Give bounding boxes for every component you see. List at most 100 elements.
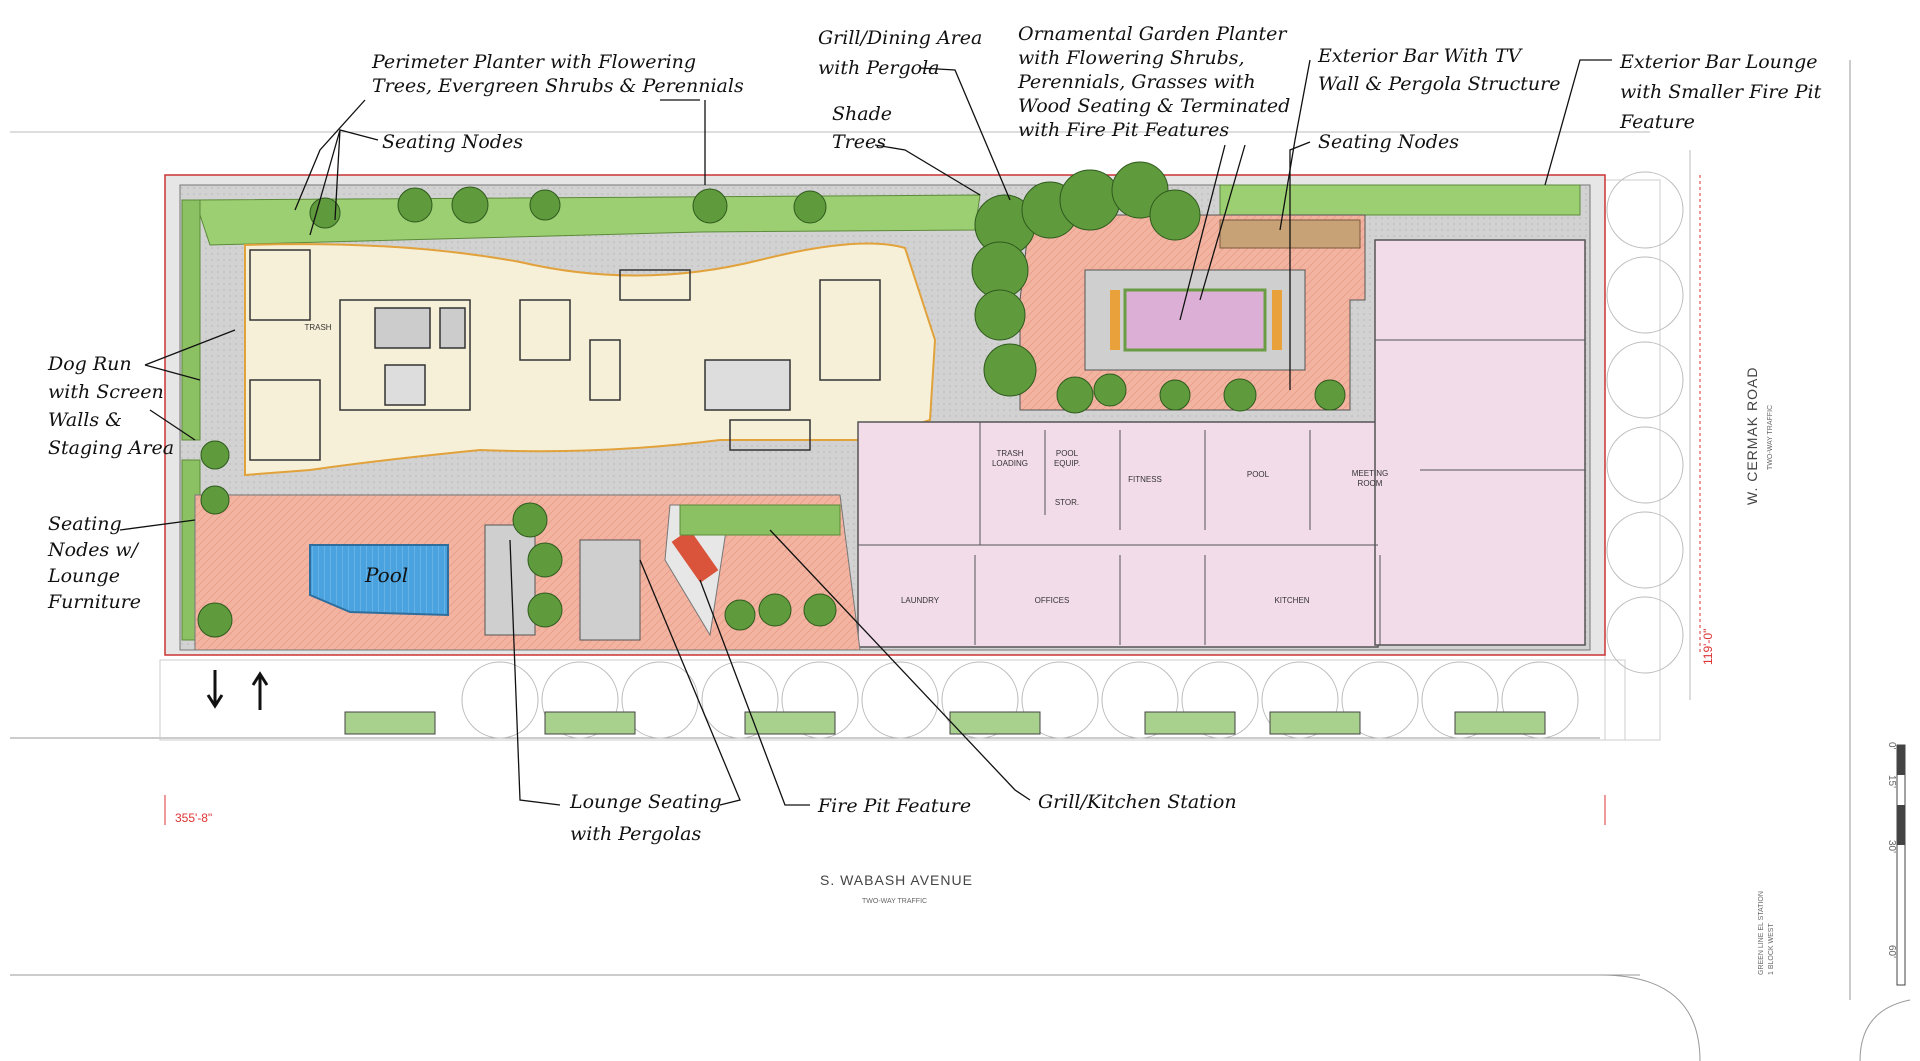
interior-walls [249, 249, 881, 461]
tree-canopy [1159, 379, 1191, 411]
note-dog-run-4: Staging Area [48, 437, 174, 459]
street-tree [1606, 596, 1684, 674]
street-tree [1501, 661, 1579, 739]
tree-canopy [724, 599, 756, 631]
note-seating-lounge-4: Furniture [47, 591, 141, 613]
tree-canopy [1223, 378, 1257, 412]
street-tree [1606, 511, 1684, 589]
tree-canopy [1314, 379, 1346, 411]
note-seating-nodes-1: Seating Nodes [382, 131, 523, 153]
tree-canopy [1093, 373, 1127, 407]
street-labels: S. WABASH AVENUE TWO-WAY TRAFFIC W. CERM… [820, 367, 1775, 975]
room-trash-loading-1: TRASH [996, 449, 1023, 458]
tree-canopy [197, 602, 233, 638]
street-wabash-traffic: TWO-WAY TRAFFIC [862, 898, 927, 905]
note-perimeter-planter-2: Trees, Evergreen Shrubs & Perennials [372, 75, 744, 97]
note-exterior-bar-lounge-1: Exterior Bar Lounge [1619, 51, 1818, 73]
note-ornamental-3: Perennials, Grasses with [1017, 71, 1256, 93]
street-tree [1181, 661, 1259, 739]
street-planter [949, 711, 1041, 735]
room-pool-equip-2: EQUIP. [1054, 459, 1080, 468]
note-grill-dining-2: with Pergola [818, 57, 940, 79]
pool: Pool [309, 544, 449, 617]
tree-canopy [1056, 376, 1094, 414]
street-tree [861, 661, 939, 739]
street-tree [541, 661, 619, 739]
street-tree [1101, 661, 1179, 739]
street-tree [1421, 661, 1499, 739]
street-tree [1606, 171, 1684, 249]
dimension-width: 119'-0" [1701, 629, 1715, 665]
tree-canopy [974, 289, 1026, 341]
tree-canopy [1059, 169, 1121, 231]
room-laundry: LAUNDRY [901, 596, 940, 605]
street-tree [781, 661, 859, 739]
room-trash-loading-2: LOADING [992, 459, 1028, 468]
scale-bar: 0' 15' 30' 60' [1886, 742, 1906, 986]
note-grill-kitchen: Grill/Kitchen Station [1038, 791, 1237, 813]
amenity-room-labels: TRASH LOADING POOL EQUIP. STOR. FITNESS … [901, 449, 1388, 605]
street-tree [1341, 661, 1419, 739]
green-line-1: GREEN LINE EL STATION [1758, 891, 1765, 975]
amenity-wing [857, 239, 1586, 648]
tree-canopy [309, 197, 341, 229]
room-stor: STOR. [1055, 498, 1079, 507]
tree-canopy [692, 188, 728, 224]
note-lounge-seating-1: Lounge Seating [569, 791, 722, 813]
street-tree [461, 661, 539, 739]
street-planter [744, 711, 836, 735]
tree-canopy [1149, 189, 1201, 241]
street-tree [1606, 426, 1684, 504]
tree-canopy [397, 187, 433, 223]
room-offices: OFFICES [1035, 596, 1070, 605]
note-ornamental-4: Wood Seating & Terminated [1018, 95, 1290, 117]
street-cermak: W. CERMAK ROAD [1744, 367, 1760, 505]
street-tree [701, 661, 779, 739]
note-seating-lounge-2: Nodes w/ [47, 539, 140, 561]
room-meeting-1: MEETING [1352, 469, 1388, 478]
entry-arrows [206, 670, 269, 710]
note-lounge-seating-2: with Pergolas [570, 823, 702, 845]
street-planter [1144, 711, 1236, 735]
note-shade-trees-1: Shade [832, 103, 892, 125]
note-exterior-bar-tv-1: Exterior Bar With TV [1317, 45, 1523, 67]
street-tree [1606, 341, 1684, 419]
street-tree [1261, 661, 1339, 739]
street-lines [10, 60, 1911, 1061]
street-tree [1606, 256, 1684, 334]
pergola-lounge [484, 524, 641, 641]
room-pool-equip-1: POOL [1056, 449, 1079, 458]
note-seating-lounge-1: Seating [48, 513, 122, 535]
note-ornamental-2: with Flowering Shrubs, [1018, 47, 1245, 69]
annotations: Perimeter Planter with Flowering Trees, … [47, 23, 1822, 845]
dimensions: 355'-8" 119'-0" [164, 175, 1715, 825]
tree-canopy [527, 542, 563, 578]
pool-label: Pool [364, 563, 408, 587]
tree-canopy [758, 593, 792, 627]
scale-30: 30' [1886, 840, 1897, 853]
room-fitness: FITNESS [1128, 475, 1162, 484]
note-ornamental-1: Ornamental Garden Planter [1018, 23, 1288, 45]
room-kitchen: KITCHEN [1274, 596, 1309, 605]
note-dog-run-3: Walls & [48, 409, 122, 431]
trees [197, 161, 1346, 638]
street-wabash: S. WABASH AVENUE [820, 872, 973, 888]
room-meeting-2: ROOM [1358, 479, 1383, 488]
note-dog-run-2: with Screen [48, 381, 164, 403]
scale-15: 15' [1886, 775, 1897, 788]
tree-canopy [200, 440, 230, 470]
note-exterior-bar-tv-2: Wall & Pergola Structure [1318, 73, 1560, 95]
note-seating-lounge-3: Lounge [47, 565, 120, 587]
street-trees [344, 171, 1684, 739]
tree-canopy [512, 502, 548, 538]
dimension-length: 355'-8" [175, 811, 212, 825]
note-fire-pit: Fire Pit Feature [817, 795, 971, 817]
street-planter [544, 711, 636, 735]
green-line-2: 1 BLOCK WEST [1768, 923, 1775, 975]
room-pool: POOL [1247, 470, 1270, 479]
note-grill-dining-1: Grill/Dining Area [818, 27, 982, 49]
scale-60: 60' [1886, 945, 1897, 958]
tree-canopy [529, 189, 561, 221]
note-exterior-bar-lounge-3: Feature [1619, 111, 1695, 133]
note-seating-nodes-2: Seating Nodes [1318, 131, 1459, 153]
